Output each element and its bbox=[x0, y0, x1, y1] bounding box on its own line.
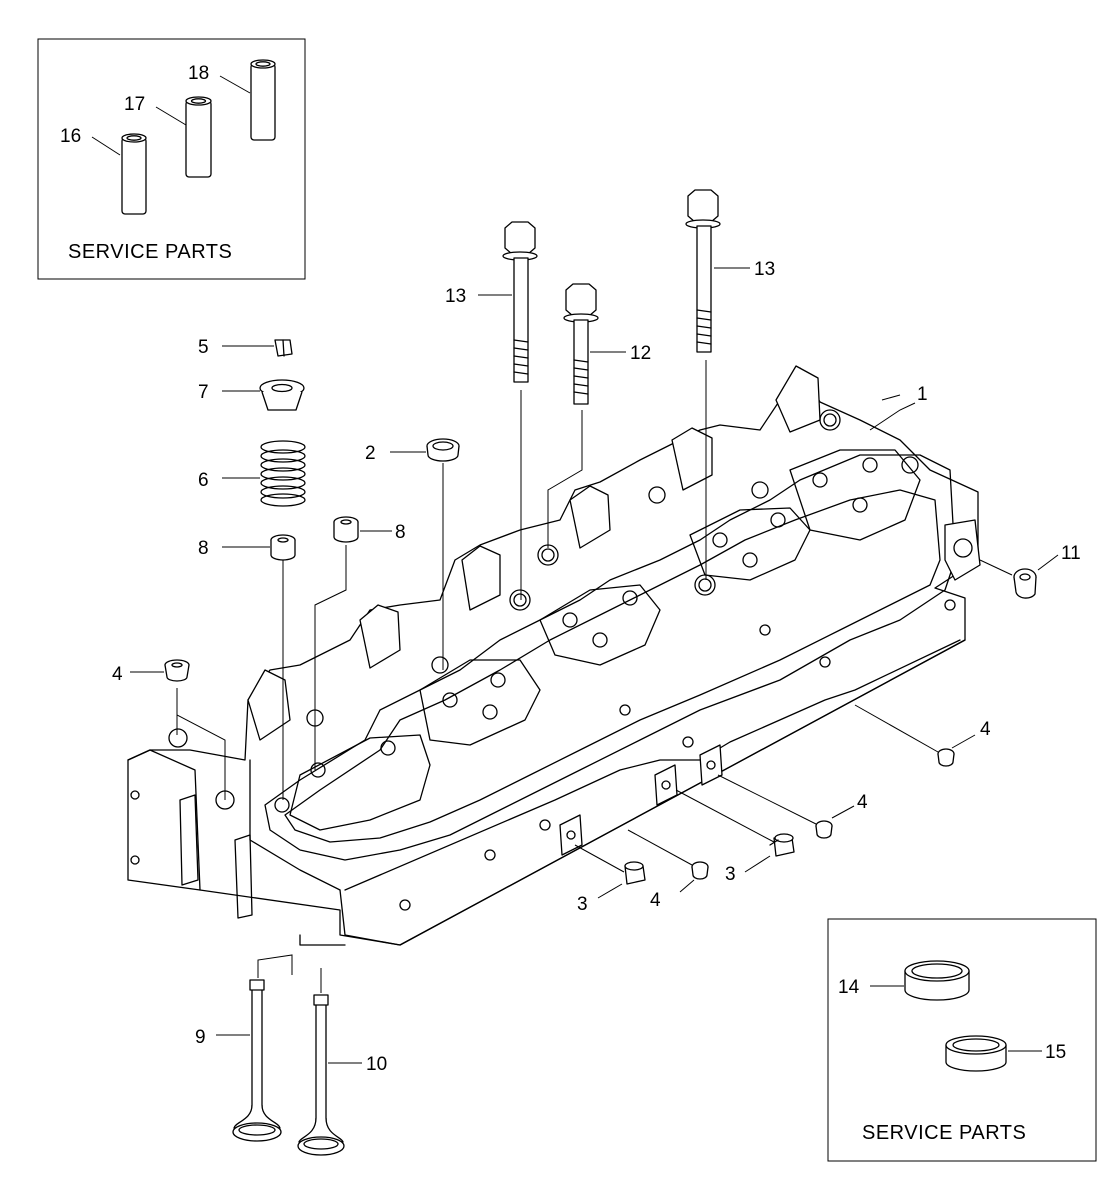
callout-7: 7 bbox=[198, 382, 209, 403]
valve-spring-6 bbox=[260, 440, 306, 507]
valve-seat-15-drawing bbox=[945, 1035, 1007, 1072]
head-bolt-13-right bbox=[685, 189, 721, 353]
service-parts-box-guides: 16 17 18 SERVICE PARTS bbox=[37, 38, 306, 280]
callout-12: 12 bbox=[630, 343, 651, 364]
callout-8-left: 8 bbox=[198, 538, 209, 559]
callout-9: 9 bbox=[195, 1027, 206, 1048]
callout-13-right: 13 bbox=[754, 259, 775, 280]
callout-3-left: 3 bbox=[577, 894, 588, 915]
callout-6: 6 bbox=[198, 470, 209, 491]
callout-4-left: 4 bbox=[112, 664, 123, 685]
spring-retainer-7 bbox=[259, 379, 305, 411]
valve-collet-5 bbox=[274, 339, 293, 357]
service-parts-title-left: SERVICE PARTS bbox=[68, 241, 232, 263]
valve-chamber-1 bbox=[274, 734, 431, 831]
callout-16: 16 bbox=[60, 126, 81, 147]
valve-chamber-3 bbox=[539, 584, 661, 666]
valve-stem-seal-8-left bbox=[270, 534, 296, 561]
plug-4-right bbox=[937, 748, 955, 767]
callout-3-right: 3 bbox=[725, 864, 736, 885]
service-parts-box-seats: 14 15 SERVICE PARTS bbox=[827, 918, 1097, 1162]
head-bolt-13-left bbox=[502, 221, 538, 383]
exhaust-valve-10 bbox=[297, 994, 345, 1156]
callout-13-left: 13 bbox=[445, 286, 466, 307]
callout-2: 2 bbox=[365, 443, 376, 464]
plug-4-mid-right bbox=[815, 820, 833, 839]
intake-valve-9 bbox=[232, 979, 282, 1142]
callout-1: 1 bbox=[917, 384, 928, 405]
callout-4-right: 4 bbox=[980, 719, 991, 740]
cylinder-head-casting bbox=[127, 365, 981, 946]
bolt-3-right bbox=[769, 833, 795, 857]
callout-11: 11 bbox=[1061, 543, 1081, 564]
valve-chamber-4 bbox=[689, 507, 811, 581]
callout-15: 15 bbox=[1045, 1042, 1066, 1063]
callout-18: 18 bbox=[188, 63, 209, 84]
callout-4-bottom: 4 bbox=[650, 890, 661, 911]
sealing-ring-2 bbox=[426, 438, 460, 462]
callout-17: 17 bbox=[124, 94, 145, 115]
valve-seat-14-drawing bbox=[904, 960, 970, 1001]
callout-4-mid: 4 bbox=[857, 792, 868, 813]
callout-5: 5 bbox=[198, 337, 209, 358]
valve-guide-16-drawing bbox=[121, 133, 147, 215]
head-bolt-12 bbox=[563, 283, 599, 405]
callout-8-right: 8 bbox=[395, 522, 406, 543]
plug-11 bbox=[1013, 568, 1037, 599]
plug-4-left bbox=[164, 659, 190, 682]
valve-stem-seal-8-right bbox=[333, 516, 359, 543]
service-parts-title-right: SERVICE PARTS bbox=[862, 1122, 1026, 1144]
valve-guide-17-drawing bbox=[185, 96, 212, 178]
callout-14: 14 bbox=[838, 977, 860, 998]
callout-10: 10 bbox=[366, 1054, 387, 1075]
plug-4-bottom bbox=[691, 861, 709, 880]
bolt-3-left bbox=[624, 861, 646, 885]
valve-chamber-5 bbox=[789, 449, 921, 541]
valve-chamber-2 bbox=[419, 659, 541, 746]
valve-guide-18-drawing bbox=[250, 59, 276, 141]
